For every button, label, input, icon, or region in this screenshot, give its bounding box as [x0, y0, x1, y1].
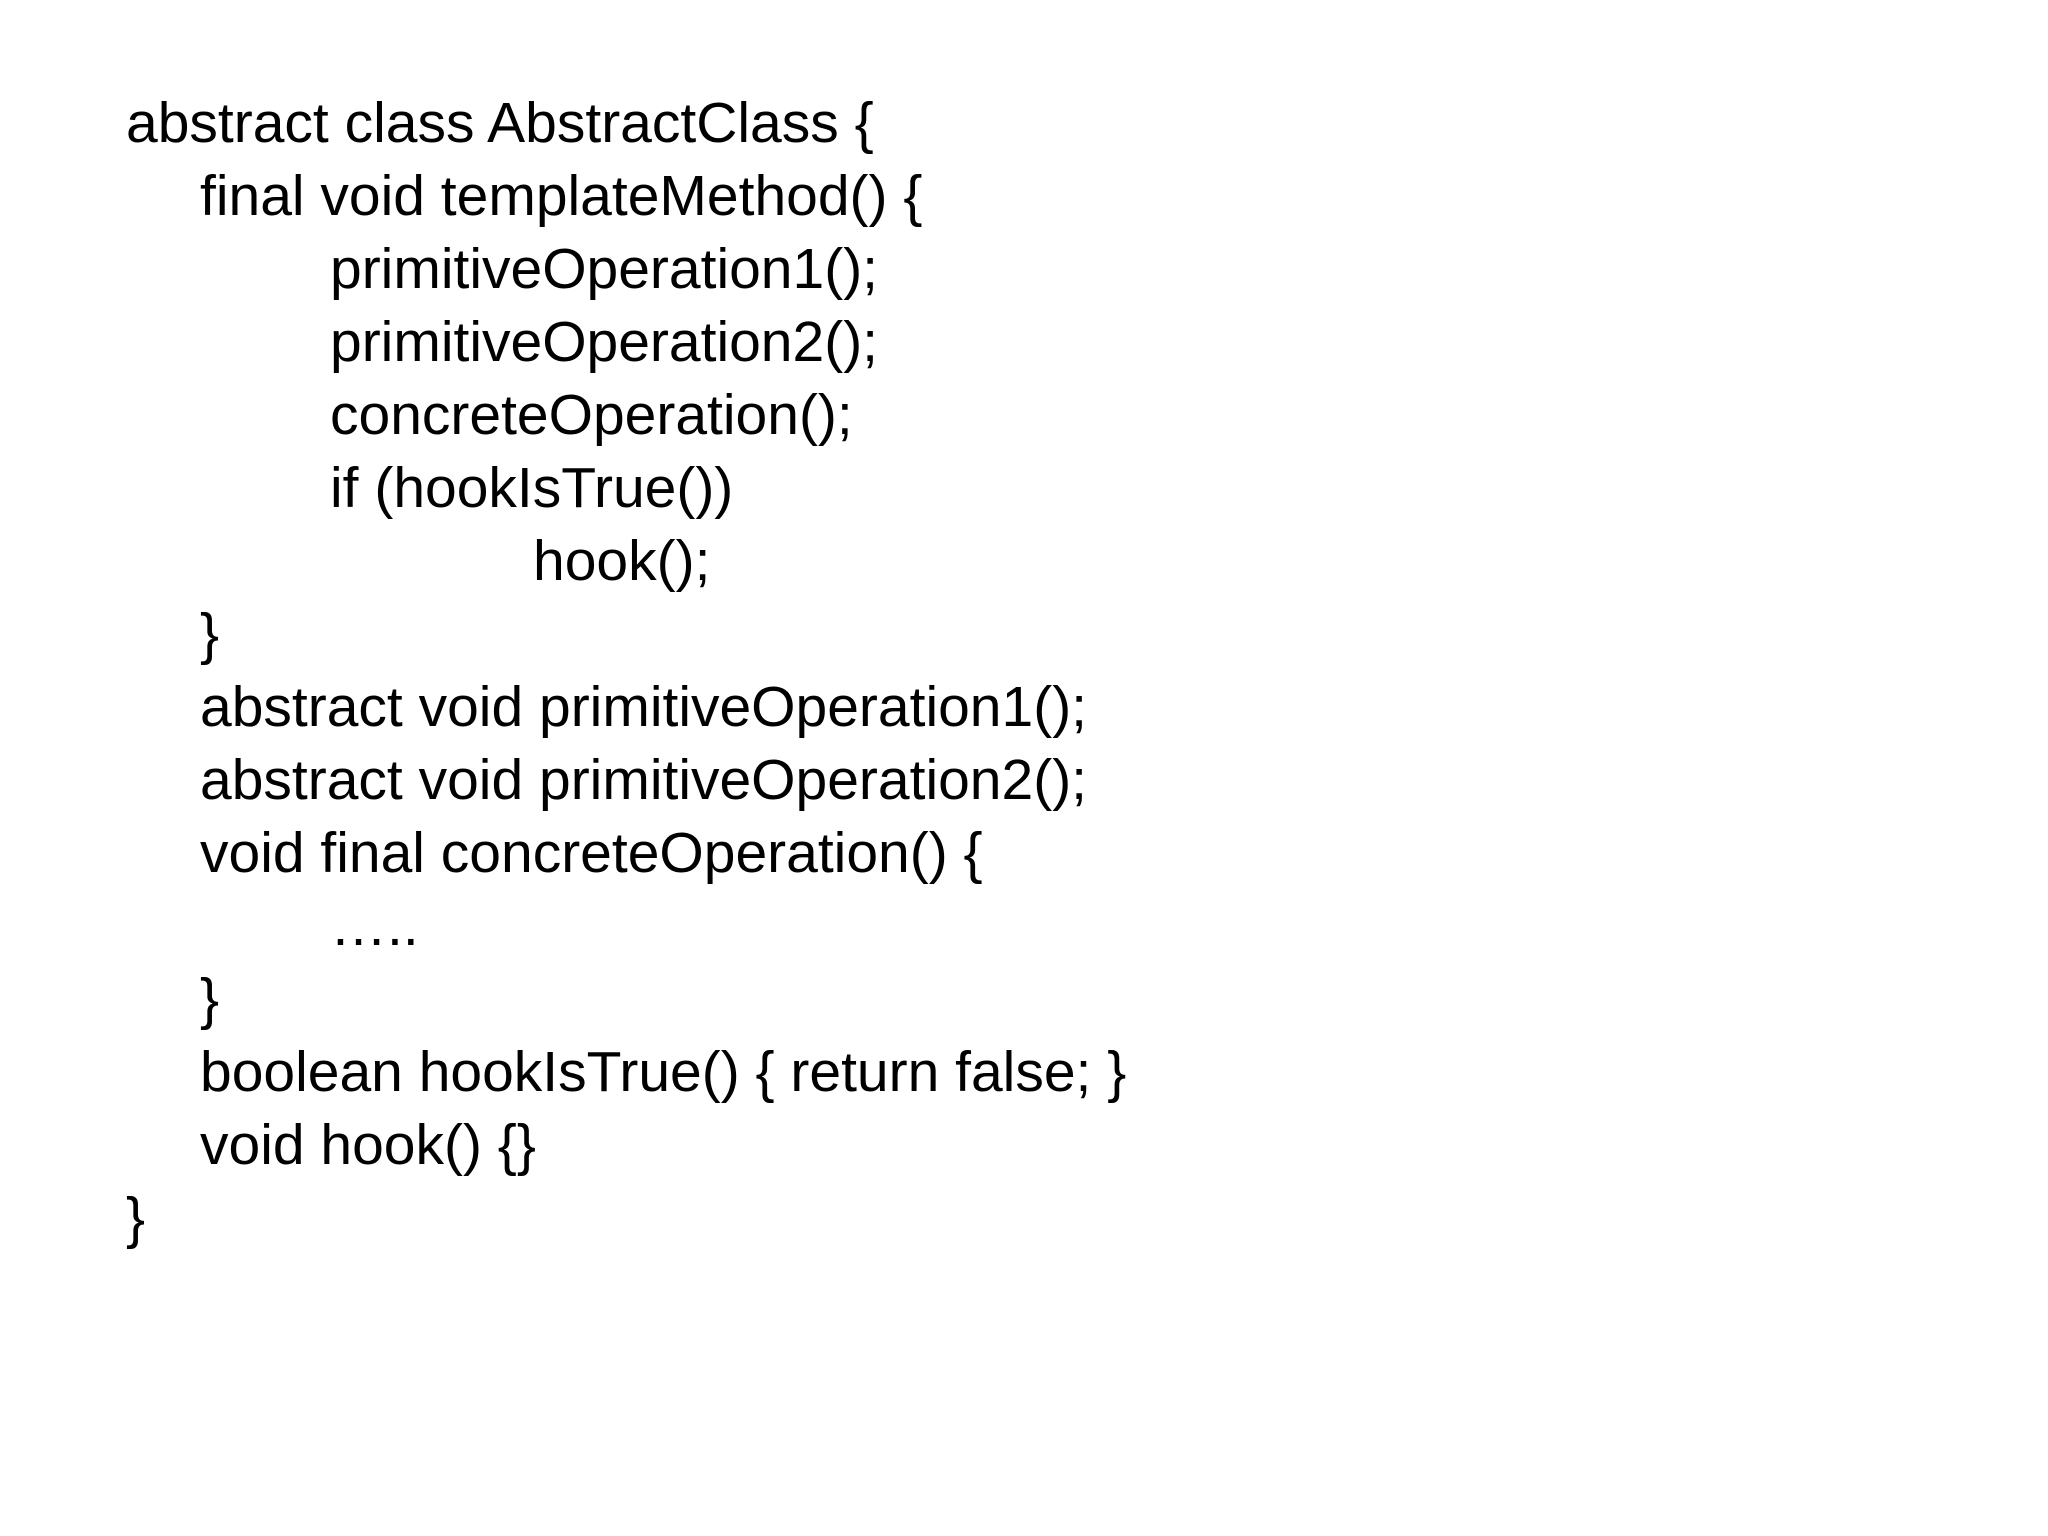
- code-line: }: [200, 967, 220, 1031]
- code-line: }: [126, 1186, 146, 1250]
- code-line: void hook() {}: [200, 1113, 536, 1177]
- code-line: primitiveOperation1();: [330, 237, 879, 301]
- code-line: primitiveOperation2();: [330, 310, 879, 374]
- code-line: void final concreteOperation() {: [200, 821, 983, 885]
- code-line: concreteOperation();: [330, 383, 853, 447]
- code-line: …..: [330, 894, 419, 958]
- code-line: }: [200, 602, 220, 666]
- code-line: abstract void primitiveOperation2();: [200, 748, 1088, 812]
- code-line: boolean hookIsTrue() { return false; }: [200, 1040, 1127, 1104]
- code-line: final void templateMethod() {: [200, 164, 923, 228]
- code-line: if (hookIsTrue()): [330, 456, 734, 520]
- code-line: abstract class AbstractClass {: [126, 91, 874, 155]
- code-block: abstract class AbstractClass { final void…: [126, 87, 1126, 1255]
- code-line: abstract void primitiveOperation1();: [200, 675, 1088, 739]
- code-line: hook();: [533, 529, 711, 593]
